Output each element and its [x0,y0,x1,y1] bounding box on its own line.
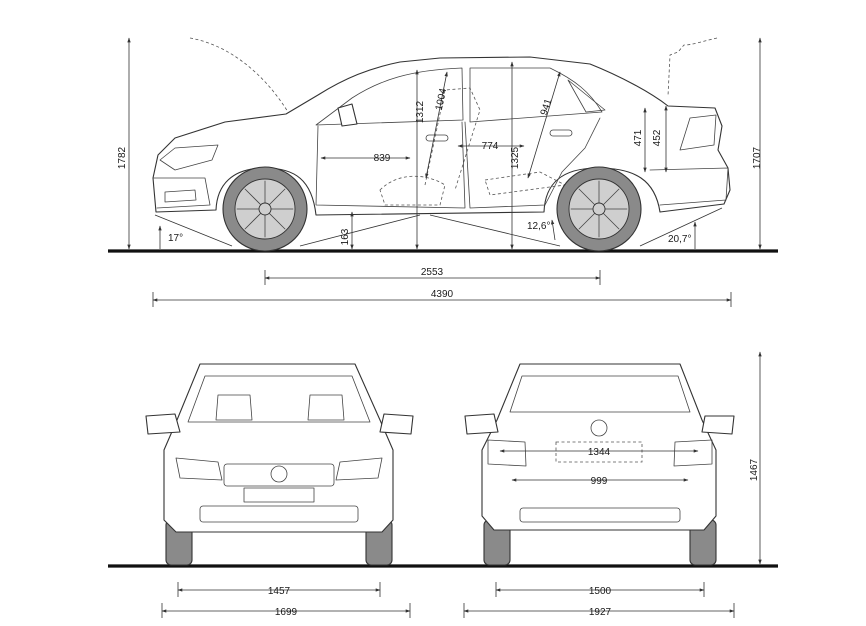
label-trunk-height-2: 452 [652,129,663,146]
label-approach-angle: 17° [168,233,183,244]
open-trunk-outline [667,37,718,97]
front-view-badge [270,465,288,483]
front-view-left-headlight [175,457,223,481]
side-quarter-window [567,79,606,113]
front-view-seats [215,394,345,421]
dim-line-front-headroom [425,71,448,179]
front-seat-back [424,87,481,191]
rear-view-left-taillight [487,439,527,467]
front-view-lower-grille [199,505,359,523]
label-departure-angle: 20,7° [668,234,691,245]
label-wheelbase: 2553 [421,267,444,278]
label-trunk-height-1: 471 [633,129,644,146]
side-rear-wheel [556,166,642,252]
rear-view-right-mirror [701,415,735,435]
front-view-left-mirror [145,413,181,435]
label-rear-height: 1707 [752,146,763,169]
side-rear-bumper [649,167,729,206]
side-front-window [315,67,464,126]
rear-view-body [481,363,717,531]
label-overall-length: 4390 [431,289,454,300]
rear-view-diffuser [519,507,681,523]
side-view: 1782 1707 1312 1004 1325 941 839 774 163… [108,37,778,307]
label-width-mirrors: 1927 [589,607,612,618]
side-rear-window [469,67,603,123]
front-view-windscreen [187,375,371,423]
rear-view-badge [590,419,608,437]
front-view-plate [243,487,315,503]
label-track-rear: 1500 [589,586,612,597]
front-view-body [163,363,394,533]
side-taillight [679,114,717,151]
rear-view: 1467 1344 999 1500 1927 [463,351,762,618]
open-hood-outline [189,37,289,113]
label-ground-clearance: 163 [340,228,351,245]
label-track-front: 1457 [268,586,291,597]
front-view: 1457 1699 [108,363,778,618]
label-rear-legroom: 774 [482,141,499,152]
label-ramp-angle: 12,6° [527,221,550,232]
front-view-right-mirror [379,413,414,435]
label-overall-height: 1782 [117,146,128,169]
front-view-right-headlight [335,457,383,481]
side-headlight [159,144,219,171]
side-mirror [337,103,358,127]
ramp-angle-line-front [299,214,421,247]
side-rear-door [464,117,601,209]
label-front-legroom: 839 [374,153,391,164]
side-front-bumper [152,177,211,209]
side-front-wheel [222,166,308,252]
label-rear-height-inner: 1325 [510,146,521,169]
rear-view-left-mirror [464,413,499,435]
label-body-width: 1699 [275,607,298,618]
dim-line-ramp-angle [550,219,556,241]
ramp-angle-line-rear [429,214,561,247]
label-trunk-sill: 999 [591,476,608,487]
label-rear-headroom: 941 [539,97,555,117]
side-front-door [315,121,466,209]
front-view-grille [223,463,335,487]
label-trunk-opening: 1344 [588,447,611,458]
approach-angle-line [154,214,233,247]
departure-angle-line [639,207,723,247]
label-rear-view-height: 1467 [749,458,760,481]
rear-view-rear-window [509,375,691,413]
label-front-seat-roof: 1312 [415,100,426,123]
dim-line-rear-headroom [527,71,561,179]
label-front-headroom: 1004 [434,87,449,111]
rear-view-right-taillight [673,439,713,467]
side-foglight [164,189,197,203]
